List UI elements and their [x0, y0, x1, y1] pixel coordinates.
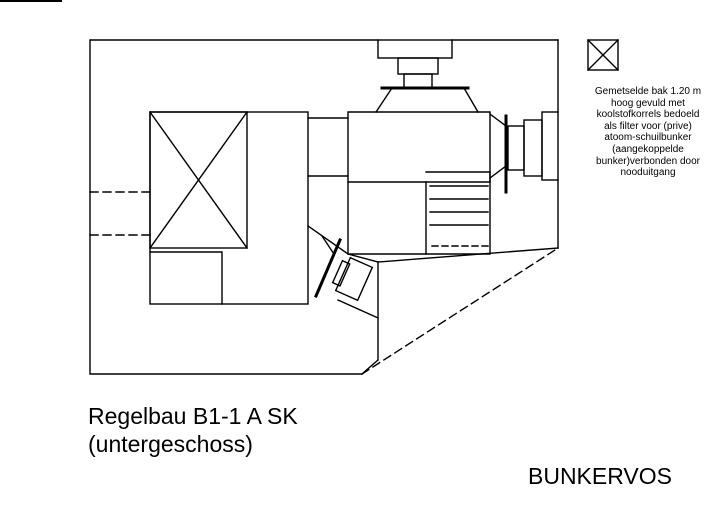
- right-shaft-1: [507, 125, 525, 171]
- right-room: [347, 111, 491, 255]
- legend-line: koolstofkorrels bedoeld: [596, 109, 700, 121]
- legend-line: als filter voor (prive): [604, 120, 692, 132]
- top-shaft-middle: [397, 57, 439, 75]
- left-room-lower-box: [149, 251, 223, 305]
- diagonal-link-bottom: [337, 299, 379, 319]
- legend-line: bunker)verbonden door: [596, 155, 700, 167]
- outer-wall-diagonal: [377, 247, 559, 263]
- cross-line-b: [149, 111, 248, 249]
- title-line-2: (untergeschoss): [88, 431, 253, 457]
- diagonal-shaft-inner: [331, 259, 351, 287]
- left-room-inner-box: [149, 111, 248, 249]
- legend-line: nooduitgang: [620, 167, 676, 179]
- plan-title: Regelbau B1-1 A SK (untergeschoss): [88, 402, 298, 458]
- title-line-1: Regelbau B1-1 A SK: [88, 403, 298, 429]
- right-shaft-2: [523, 119, 543, 177]
- outer-wall: [89, 39, 379, 375]
- legend-line: hoog gevuld met: [611, 97, 685, 109]
- diagonal-blast-door: [314, 238, 342, 298]
- right-shaft-3: [541, 111, 559, 181]
- top-shaft-inner: [403, 73, 433, 89]
- brand-label: BUNKERVOS: [528, 463, 673, 489]
- left-room: [149, 111, 309, 305]
- dashed-emergency-exit: [361, 249, 556, 375]
- legend-line: Gemetselde bak 1.20 m: [594, 86, 702, 97]
- right-door-link-top: [489, 113, 507, 127]
- diagonal-shaft: [334, 256, 374, 302]
- top-door-link-left: [375, 87, 393, 113]
- crossed-box-icon: [587, 39, 619, 71]
- right-door-link-bottom: [489, 165, 507, 179]
- stairs-frame: [425, 171, 491, 255]
- diagonal-entrance-frame: [307, 225, 379, 263]
- legend-description: Gemetselde bak 1.20 m hoog gevuld met ko…: [577, 86, 719, 179]
- diagonal-link-top: [321, 235, 335, 255]
- legend-line: atoom-schuilbunker: [604, 132, 692, 144]
- top-shaft-outer: [377, 39, 453, 59]
- legend-line: (aangekoppelde: [612, 143, 684, 155]
- top-door-link-right: [463, 87, 479, 113]
- crossed-box-line-b: [587, 39, 619, 71]
